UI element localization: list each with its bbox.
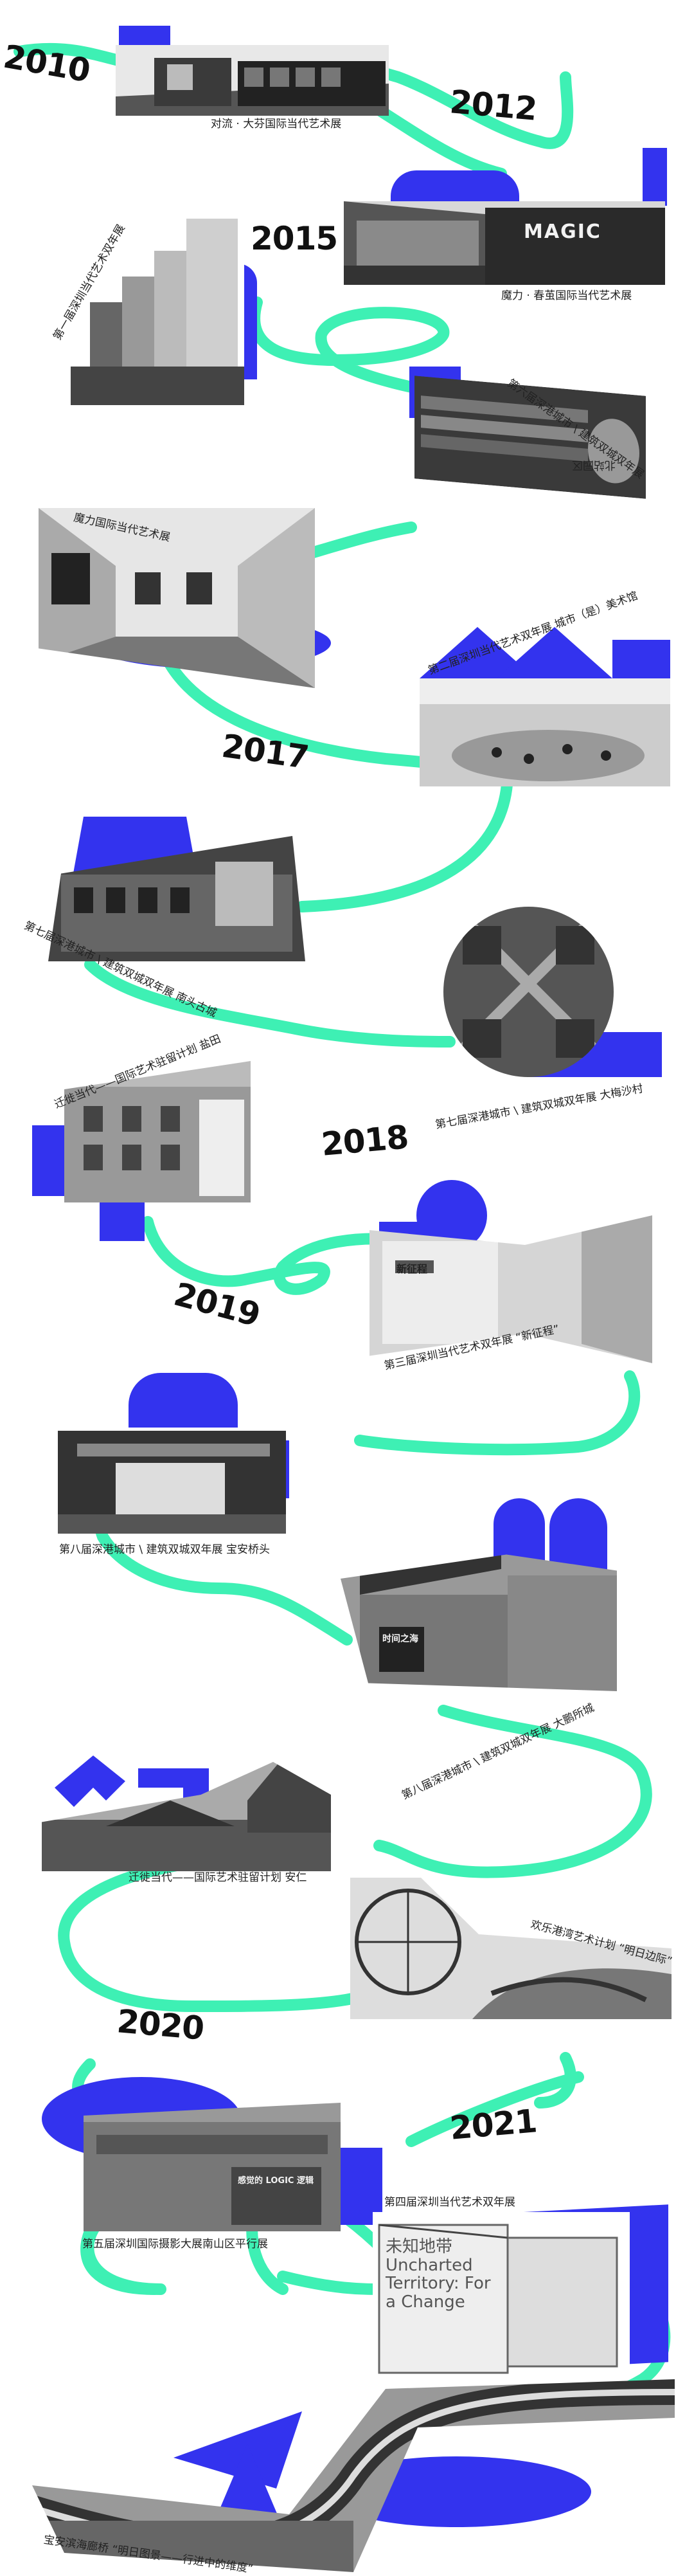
year-label-2015: 2015 <box>251 220 337 257</box>
caption-nanshan: 第五届深圳国际摄影大展南山区平行展 <box>82 2235 268 2251</box>
blue-block-yantian-2 <box>100 1196 145 1241</box>
year-label-2020: 2020 <box>116 2002 206 2047</box>
logic-sign-text: 感觉的 LOGIC 逻辑 <box>238 2173 315 2186</box>
magic-sign-text: MAGIC <box>524 221 601 243</box>
photo-magic-exhibition: MAGIC <box>344 201 665 285</box>
blue-block-magic-right <box>643 148 667 206</box>
year-label-2021: 2021 <box>449 2102 538 2147</box>
caption-magic: 魔力 · 春茧国际当代艺术展 <box>501 286 632 302</box>
caption-anren: 迁徙当代——国际艺术驻留计划 安仁 <box>129 1868 307 1884</box>
sign-2019-text: 新征程 <box>396 1260 427 1276</box>
photo-nanshan-building: 感觉的 LOGIC 逻辑 <box>84 2103 341 2231</box>
photo-silos <box>71 206 244 405</box>
caption-qiaotou: 第八届深港城市 \ 建筑双城双年展 宝安桥头 <box>59 1540 270 1556</box>
blue-block-qiaotou <box>129 1373 238 1428</box>
photo-uncharted-installation: 未知地带 Uncharted Territory: For a Change <box>373 2212 630 2379</box>
caption-biennale-4: 第四届深圳当代艺术双年展 <box>384 2193 515 2209</box>
caption-aerial-sub: 北站园区 <box>572 458 616 475</box>
uncharted-sign-text: 未知地带 Uncharted Territory: For a Change <box>386 2238 495 2311</box>
photo-dafen-building <box>116 45 389 116</box>
dapeng-banner-text: 时间之海 <box>382 1632 421 1645</box>
year-label-2018: 2018 <box>320 1118 410 1163</box>
photo-city-museum <box>420 678 670 786</box>
photo-qiaotou-stage <box>58 1431 286 1534</box>
year-label-2012: 2012 <box>449 83 538 128</box>
caption-dafen: 对流 · 大芬国际当代艺术展 <box>211 114 341 131</box>
photo-dameisha-circle <box>443 907 614 1077</box>
